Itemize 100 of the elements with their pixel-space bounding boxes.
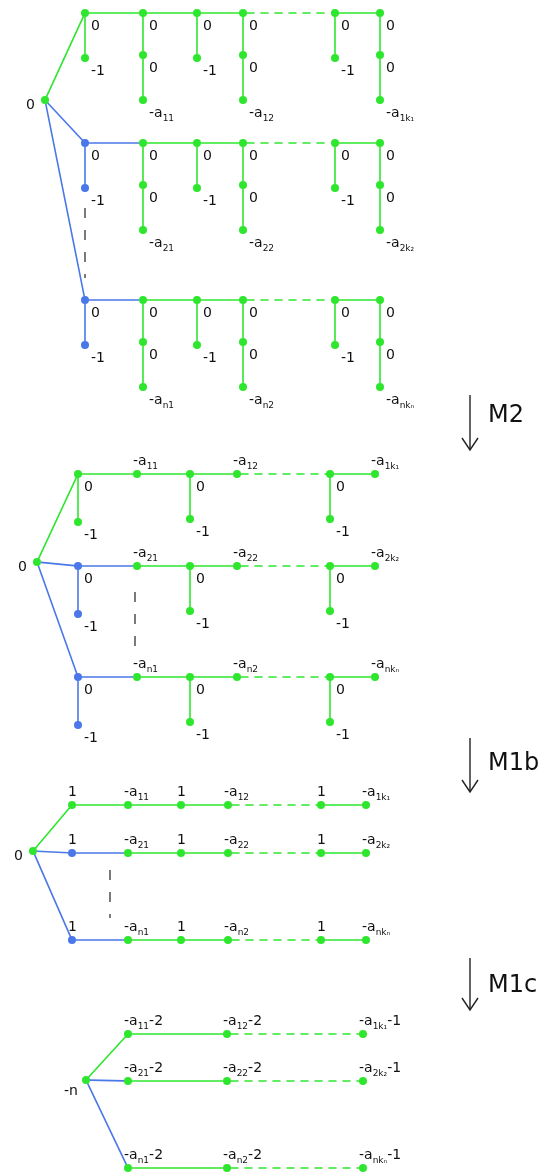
vertex-dot	[239, 51, 247, 59]
edge-line	[142, 58, 144, 97]
edge-line	[84, 303, 86, 342]
edge-line	[86, 1082, 128, 1166]
edge-line	[142, 146, 144, 182]
weight-label: 1	[317, 831, 326, 847]
weight-label: 0	[84, 570, 93, 586]
vertex-dot	[81, 9, 89, 17]
weight-label: 1	[177, 831, 186, 847]
edge-line	[146, 299, 194, 301]
weight-label: -1	[91, 62, 105, 78]
vertex-dot	[371, 673, 379, 681]
vertex-dot	[124, 1030, 132, 1038]
weight-label: -a$_{2k₂}$	[371, 544, 400, 565]
weight-label: 1	[177, 783, 186, 799]
vertex-dot	[186, 515, 194, 523]
vertex-dot	[362, 849, 370, 857]
weight-label: 0	[249, 59, 258, 75]
edge-line	[89, 1079, 125, 1082]
weight-label: 0	[249, 189, 258, 205]
vertex-dot	[239, 96, 247, 104]
edge-line	[338, 299, 377, 301]
edge-line	[196, 16, 198, 55]
step-label: M1b	[488, 748, 540, 776]
edge-line	[231, 804, 318, 806]
vertex-dot	[233, 673, 241, 681]
weight-label: -a$_{12}$	[249, 104, 275, 125]
vertex-dot	[124, 936, 132, 944]
weight-label: 0	[149, 17, 158, 33]
vertex-dot	[186, 607, 194, 615]
edge-line	[37, 564, 78, 675]
vertex-dot	[41, 96, 49, 104]
weight-label: 0	[341, 17, 350, 33]
edge-line	[334, 303, 336, 342]
vertex-dot	[133, 562, 141, 570]
vertex-dot	[331, 54, 339, 62]
weight-label: 0	[336, 570, 345, 586]
edge-line	[324, 804, 363, 806]
vertex-dot	[68, 936, 76, 944]
weight-label: 1	[68, 783, 77, 799]
vertex-dot	[193, 9, 201, 17]
weight-label: -a$_{2k₂}$	[362, 831, 391, 852]
edge-line	[242, 345, 244, 384]
edge-line	[81, 565, 134, 567]
vertex-dot	[239, 181, 247, 189]
edge-line	[230, 1033, 360, 1035]
edge-line	[88, 299, 140, 301]
vertex-dot	[124, 1164, 132, 1172]
weight-label: -a$_{1k₁}$	[362, 783, 391, 804]
edge-line	[146, 142, 194, 144]
weight-label: -a$_{1k₁}$-1	[359, 1012, 402, 1033]
edge-line	[240, 676, 327, 678]
vertex-dot	[193, 296, 201, 304]
weight-label: 0	[386, 189, 395, 205]
edge-line	[77, 569, 79, 611]
edge-line	[242, 146, 244, 182]
weight-label: -1	[203, 62, 217, 78]
vertex-dot	[317, 936, 325, 944]
vertex-dot	[331, 184, 339, 192]
edge-line	[200, 142, 240, 144]
edge-line	[334, 16, 336, 55]
edge-line	[75, 939, 125, 941]
weight-label: -1	[336, 726, 350, 742]
weight-label: -1	[341, 192, 355, 208]
weight-label: -a$_{22}$	[249, 234, 275, 255]
weight-label: 1	[177, 918, 186, 934]
weight-label: -1	[336, 615, 350, 631]
weight-label: -a$_{21}$	[149, 234, 175, 255]
weight-label: -1	[84, 729, 98, 745]
weight-label: 0	[149, 147, 158, 163]
edge-line	[140, 473, 187, 475]
weight-label: -a$_{11}$	[149, 104, 175, 125]
vertex-dot	[376, 181, 384, 189]
vertex-dot	[362, 936, 370, 944]
weight-label: 0	[386, 17, 395, 33]
edge-line	[193, 473, 234, 475]
edge-line	[45, 15, 85, 98]
vertex-dot	[186, 562, 194, 570]
weight-label: -a$_{22}$-2	[223, 1059, 263, 1080]
edge-line	[131, 1033, 224, 1035]
weight-label: -a$_{22}$	[224, 831, 250, 852]
vertex-dot	[29, 847, 37, 855]
vertex-dot	[139, 181, 147, 189]
edge-line	[189, 569, 191, 608]
edge-line	[146, 12, 194, 14]
weight-label: 0	[203, 17, 212, 33]
edge-line	[142, 345, 144, 384]
edge-line	[184, 939, 225, 941]
edge-line	[37, 476, 78, 560]
vertex-dot	[223, 1077, 231, 1085]
weight-label: 0	[84, 478, 93, 494]
step-label: M1c	[488, 970, 538, 998]
edge-line	[240, 473, 327, 475]
weight-label: 0	[249, 304, 258, 320]
weight-label: 0	[26, 96, 35, 112]
edge-line	[200, 12, 240, 14]
vertex-dot	[239, 296, 247, 304]
edge-line	[131, 804, 178, 806]
edge-line	[131, 1080, 224, 1082]
vertex-dot	[139, 51, 147, 59]
